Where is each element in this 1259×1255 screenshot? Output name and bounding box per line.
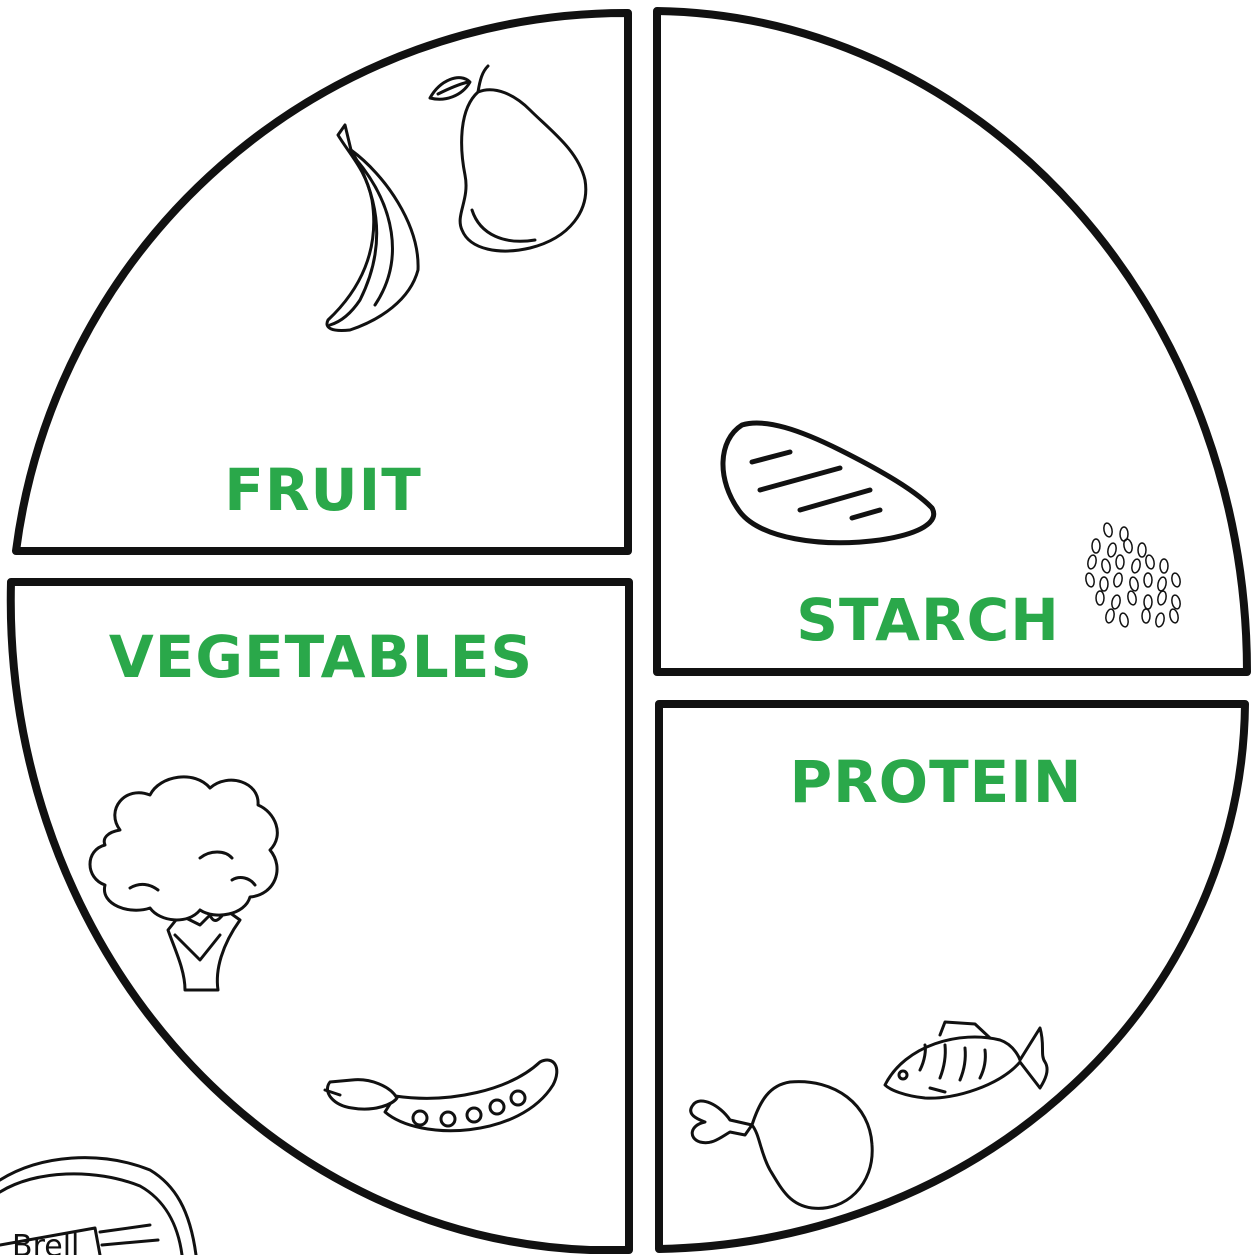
fruit-label: FRUIT bbox=[224, 456, 422, 524]
protein-label: PROTEIN bbox=[790, 748, 1083, 816]
starch-section bbox=[657, 11, 1247, 672]
vegetables-label: VEGETABLES bbox=[109, 623, 533, 691]
brand-logo-text: Brell bbox=[12, 1229, 79, 1255]
starch-label: STARCH bbox=[796, 586, 1060, 654]
